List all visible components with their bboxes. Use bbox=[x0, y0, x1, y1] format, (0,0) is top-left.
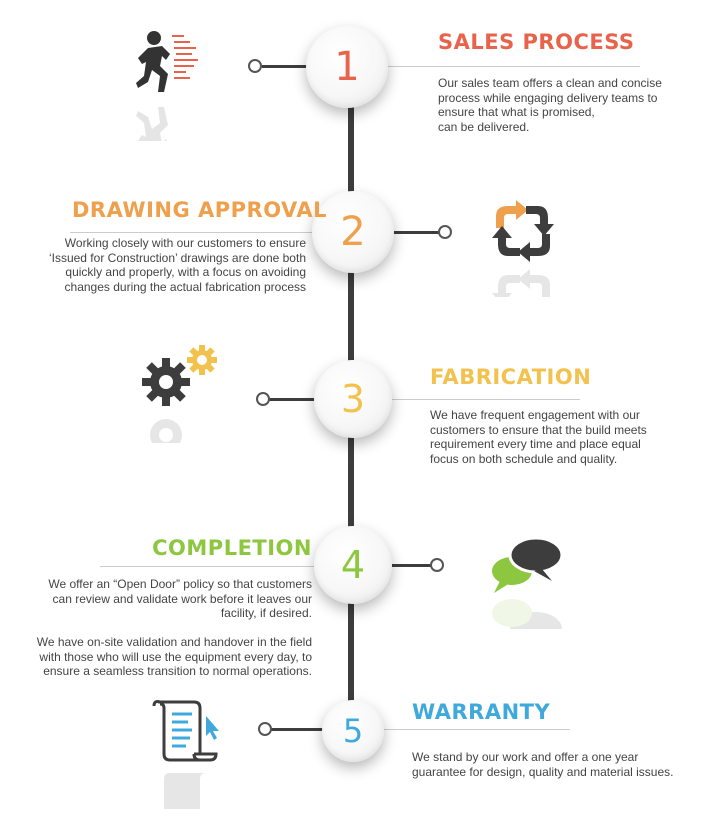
step-2-description: Working closely with our customers to en… bbox=[48, 236, 306, 294]
running-man-icon bbox=[134, 28, 204, 98]
step-3-number-circle: 3 bbox=[314, 360, 392, 438]
step-4-right-connector bbox=[388, 564, 436, 567]
step-3-number: 3 bbox=[340, 377, 366, 421]
step-1-number: 1 bbox=[334, 44, 360, 90]
running-man-reflection bbox=[134, 96, 204, 153]
step-3-node-dot bbox=[256, 392, 270, 406]
step-4-number: 4 bbox=[340, 543, 366, 587]
step-5-left-connector bbox=[270, 728, 326, 731]
step-4-number-circle: 4 bbox=[314, 526, 392, 604]
step-4-title: COMPLETION bbox=[152, 536, 312, 560]
gears-icon bbox=[140, 344, 220, 408]
step-1-description: Our sales team offers a clean and concis… bbox=[438, 76, 662, 134]
step-5-title: WARRANTY bbox=[412, 700, 551, 724]
step-1-number-circle: 1 bbox=[306, 26, 388, 108]
step-4-heading-rule bbox=[100, 566, 320, 567]
step-3-left-connector bbox=[268, 398, 324, 401]
step-2-title: DRAWING APPROVAL bbox=[72, 198, 327, 222]
step-2-heading-rule bbox=[70, 232, 320, 233]
step-3-title: FABRICATION bbox=[430, 365, 592, 389]
gears-reflection bbox=[140, 404, 220, 451]
step-3-description: We have frequent engagement with our cus… bbox=[430, 408, 647, 466]
step-1-left-connector bbox=[262, 65, 318, 68]
step-1-title: SALES PROCESS bbox=[438, 30, 635, 54]
chat-bubbles-reflection bbox=[490, 590, 564, 646]
step-2-number-circle: 2 bbox=[312, 191, 394, 273]
step-2-node-dot bbox=[438, 225, 452, 239]
step-5-node-dot bbox=[258, 722, 272, 736]
step-5-number-circle: 5 bbox=[322, 700, 384, 762]
step-2-right-connector bbox=[392, 231, 444, 234]
step-5-heading-rule bbox=[380, 729, 570, 730]
step-3-heading-rule bbox=[380, 399, 580, 400]
step-5-description: We stand by our work and offer a one yea… bbox=[412, 750, 674, 779]
step-2-number: 2 bbox=[340, 209, 366, 255]
refresh-arrows-reflection bbox=[490, 262, 556, 305]
document-scroll-icon bbox=[150, 698, 224, 764]
step-4-description: We offer an “Open Door” policy so that c… bbox=[36, 577, 312, 678]
refresh-arrows-icon bbox=[490, 198, 556, 264]
document-scroll-reflection bbox=[150, 764, 224, 829]
chat-bubbles-icon bbox=[490, 535, 564, 595]
step-1-node-dot bbox=[248, 59, 262, 73]
step-5-number: 5 bbox=[342, 712, 364, 750]
step-1-heading-rule bbox=[380, 66, 640, 67]
step-4-node-dot bbox=[430, 558, 444, 572]
